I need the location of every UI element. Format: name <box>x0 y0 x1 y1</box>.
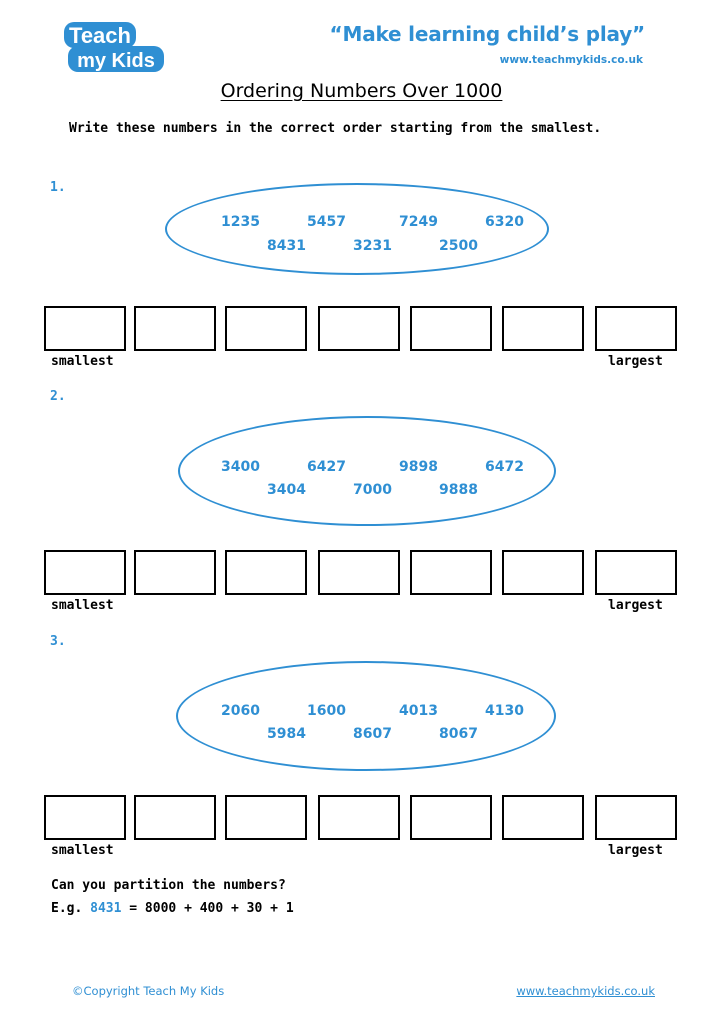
q1-answer-box-1[interactable] <box>44 306 126 351</box>
footer-website-link[interactable]: www.teachmykids.co.uk <box>516 984 655 998</box>
q2-number: 9898 <box>399 459 438 475</box>
website-top[interactable]: www.teachmykids.co.uk <box>499 54 643 66</box>
q2-answer-box-5[interactable] <box>410 550 492 595</box>
question-1-label: 1. <box>50 180 66 195</box>
logo-line1: Teach <box>69 23 131 48</box>
q2-answer-box-2[interactable] <box>134 550 216 595</box>
q3-number: 5984 <box>267 726 306 742</box>
q1-number: 1235 <box>221 214 260 230</box>
q1-answer-box-4[interactable] <box>318 306 400 351</box>
q1-number: 2500 <box>439 238 478 254</box>
question-1-number-oval <box>165 183 549 275</box>
question-2-number-oval <box>178 416 556 526</box>
q2-largest-label: largest <box>608 598 663 613</box>
q1-answer-box-5[interactable] <box>410 306 492 351</box>
q3-number: 4130 <box>485 703 524 719</box>
footer-copyright: ©Copyright Teach My Kids <box>72 984 225 998</box>
logo-icon: Teach my Kids <box>64 22 164 72</box>
q3-smallest-label: smallest <box>51 843 114 858</box>
q2-answer-box-3[interactable] <box>225 550 307 595</box>
q2-answer-box-1[interactable] <box>44 550 126 595</box>
q1-largest-label: largest <box>608 354 663 369</box>
q3-answer-box-1[interactable] <box>44 795 126 840</box>
partition-example: E.g. 8431 = 8000 + 400 + 30 + 1 <box>51 901 294 916</box>
page-title: Ordering Numbers Over 1000 <box>220 80 503 102</box>
example-prefix: E.g. <box>51 901 91 916</box>
q1-answer-box-2[interactable] <box>134 306 216 351</box>
q1-number: 8431 <box>267 238 306 254</box>
q2-answer-box-6[interactable] <box>502 550 584 595</box>
teach-my-kids-logo: Teach my Kids <box>62 18 168 74</box>
q2-number: 3404 <box>267 482 306 498</box>
q3-number: 8067 <box>439 726 478 742</box>
q2-number: 9888 <box>439 482 478 498</box>
q3-answer-box-5[interactable] <box>410 795 492 840</box>
partition-question: Can you partition the numbers? <box>51 878 286 893</box>
q1-answer-box-7[interactable] <box>595 306 677 351</box>
q2-smallest-label: smallest <box>51 598 114 613</box>
q3-number: 1600 <box>307 703 346 719</box>
q2-number: 6427 <box>307 459 346 475</box>
q3-number: 4013 <box>399 703 438 719</box>
q3-number: 8607 <box>353 726 392 742</box>
q1-number: 7249 <box>399 214 438 230</box>
question-3-number-oval <box>176 661 556 771</box>
instruction: Write these numbers in the correct order… <box>69 121 602 136</box>
q3-answer-box-3[interactable] <box>225 795 307 840</box>
q3-number: 2060 <box>221 703 260 719</box>
q2-number: 3400 <box>221 459 260 475</box>
q2-answer-box-7[interactable] <box>595 550 677 595</box>
q2-answer-box-4[interactable] <box>318 550 400 595</box>
q1-number: 5457 <box>307 214 346 230</box>
q1-number: 3231 <box>353 238 392 254</box>
q3-answer-box-6[interactable] <box>502 795 584 840</box>
question-2-label: 2. <box>50 389 66 404</box>
q3-answer-box-2[interactable] <box>134 795 216 840</box>
q2-number: 6472 <box>485 459 524 475</box>
q1-answer-box-6[interactable] <box>502 306 584 351</box>
logo-line2: my Kids <box>77 50 155 72</box>
q1-answer-box-3[interactable] <box>225 306 307 351</box>
q3-answer-box-7[interactable] <box>595 795 677 840</box>
example-rest: = 8000 + 400 + 30 + 1 <box>121 901 294 916</box>
tagline: “Make learning child’s play” <box>329 22 646 46</box>
example-number: 8431 <box>90 901 122 916</box>
question-3-label: 3. <box>50 634 66 649</box>
q1-number: 6320 <box>485 214 524 230</box>
q3-largest-label: largest <box>608 843 663 858</box>
q1-smallest-label: smallest <box>51 354 114 369</box>
q2-number: 7000 <box>353 482 392 498</box>
q3-answer-box-4[interactable] <box>318 795 400 840</box>
